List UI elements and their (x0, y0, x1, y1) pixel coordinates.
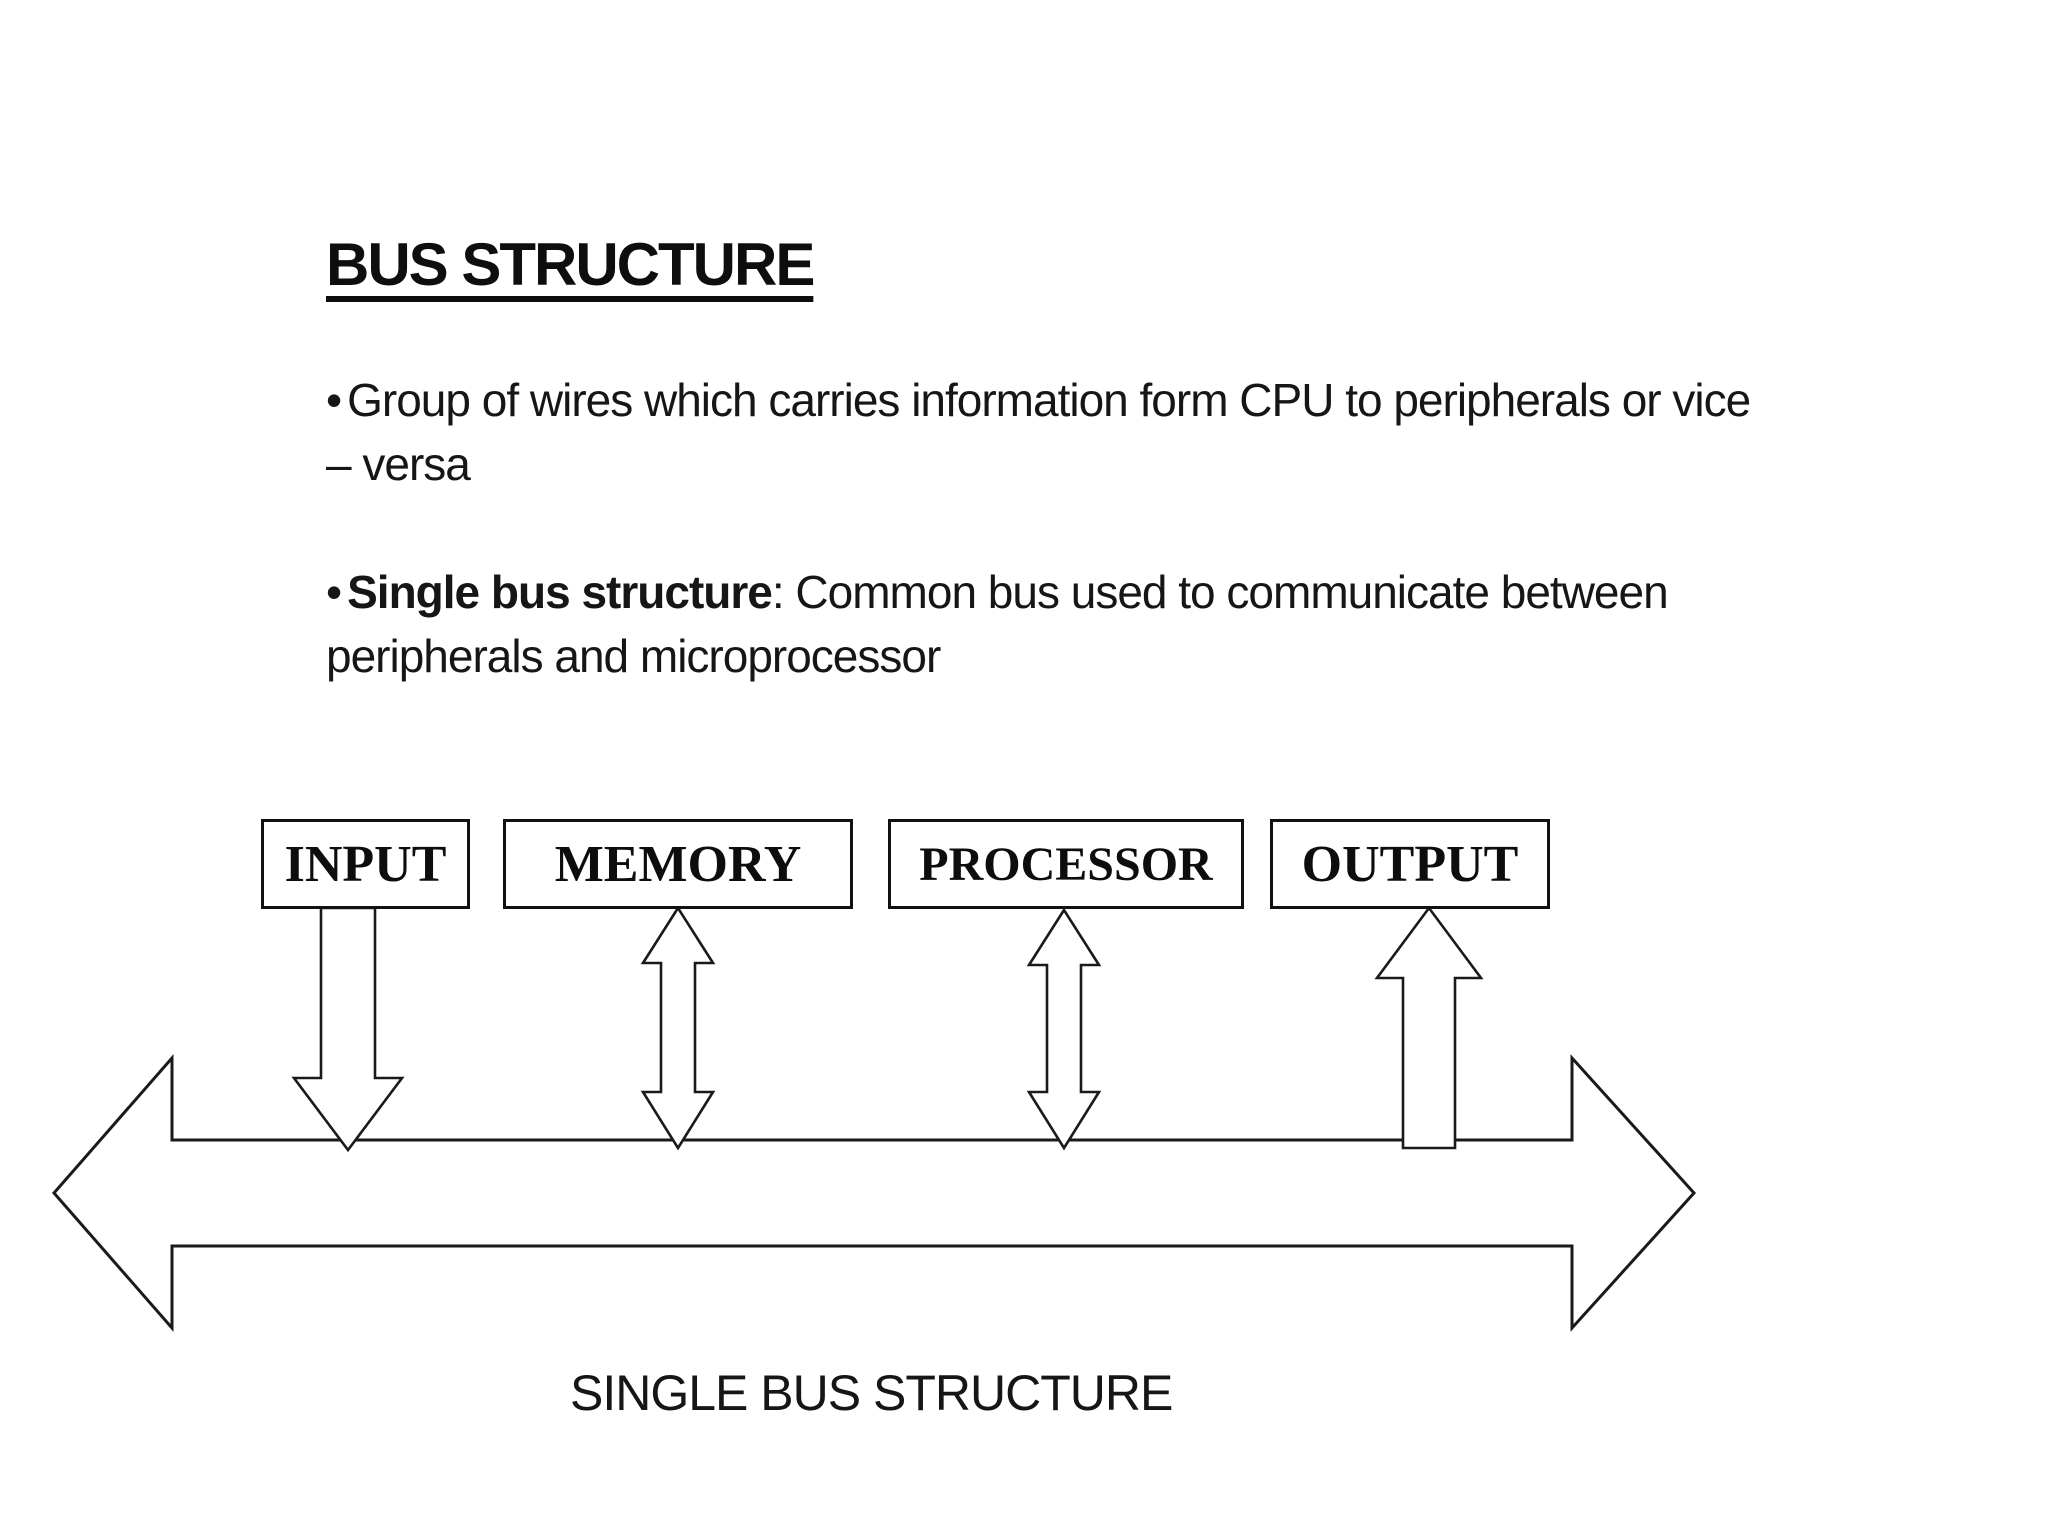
diagram-caption: SINGLE BUS STRUCTURE (570, 1365, 1173, 1421)
bullet-text: Group of wires which carries information… (347, 374, 1751, 426)
processor-bus-arrow (1026, 907, 1102, 1151)
bullet-text: : Common bus used to communicate between (771, 566, 1669, 618)
bullet-line: peripherals and microprocessor (326, 630, 941, 682)
bullet-line: •Group of wires which carries informatio… (326, 368, 1946, 432)
bullet-line: •Single bus structure: Common bus used t… (326, 560, 1946, 624)
box-memory: MEMORY (503, 819, 853, 909)
box-memory-label: MEMORY (554, 835, 802, 893)
bullet-marker: • (326, 374, 342, 426)
box-processor-label: PROCESSOR (919, 837, 1213, 891)
box-input: INPUT (261, 819, 470, 909)
bullet-single-bus-structure: •Single bus structure: Common bus used t… (326, 560, 1946, 688)
bullet-bold-text: Single bus structure (347, 566, 773, 618)
bullet-line: – versa (326, 438, 471, 490)
page-title: BUS STRUCTURE (326, 231, 815, 298)
bullet-marker: • (326, 566, 342, 618)
box-processor: PROCESSOR (888, 819, 1244, 909)
box-output-label: OUTPUT (1301, 835, 1519, 893)
box-output: OUTPUT (1270, 819, 1550, 909)
bullet-group-of-wires: •Group of wires which carries informatio… (326, 368, 1946, 496)
box-input-label: INPUT (284, 835, 447, 893)
memory-bus-arrow (640, 905, 716, 1151)
system-bus-arrow (52, 1054, 1697, 1332)
input-to-bus-arrow (291, 906, 405, 1153)
bus-to-output-arrow (1374, 905, 1484, 1150)
